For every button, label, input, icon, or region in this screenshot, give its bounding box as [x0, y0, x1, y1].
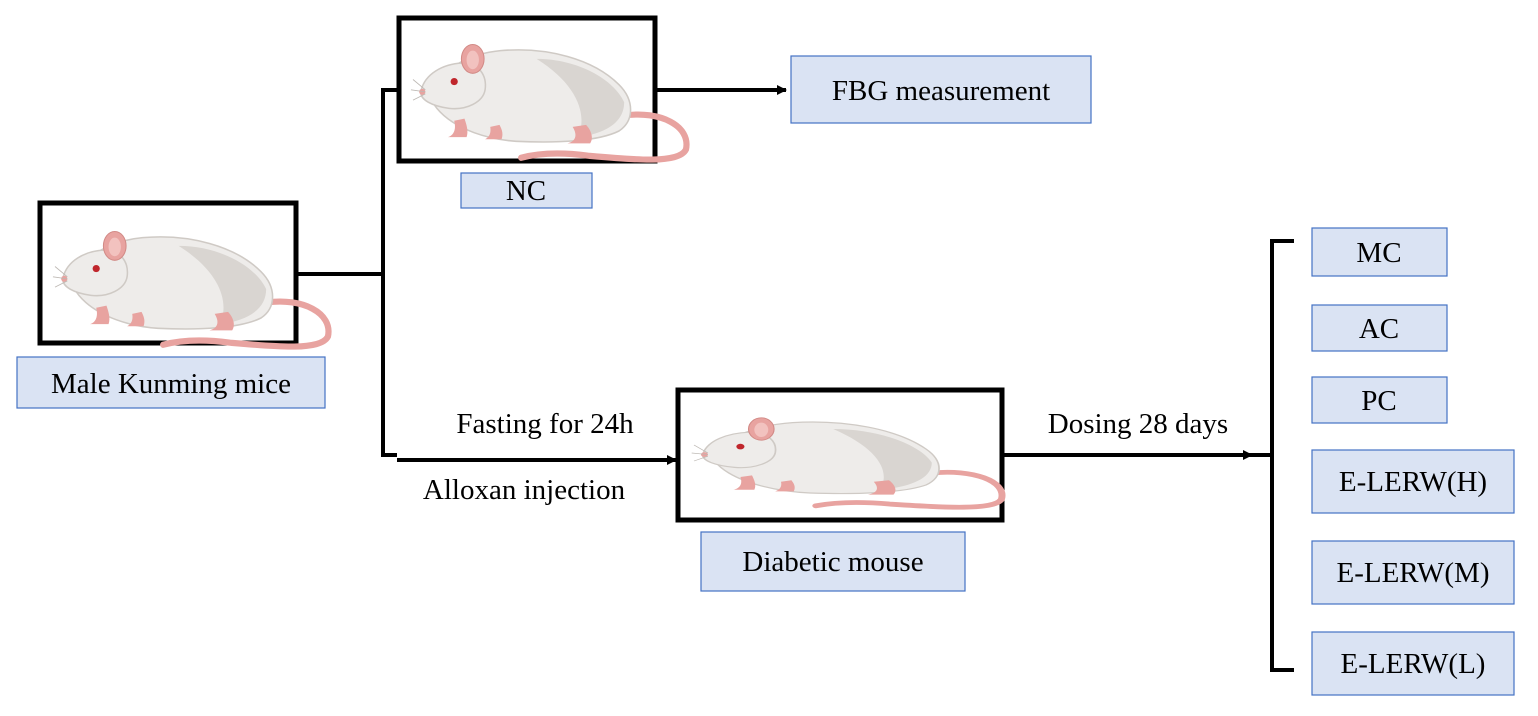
- group-list: MC AC PC E-LERW(H) E-LERW(M) E-LERW(L): [1311, 227, 1515, 696]
- node-source: Male Kunming mice: [16, 356, 326, 409]
- connectors: [298, 85, 1294, 672]
- group-e-lerw-l: E-LERW(L): [1311, 631, 1515, 696]
- group-mc: MC: [1311, 227, 1448, 277]
- group-label: PC: [1361, 385, 1396, 417]
- node-nc: NC: [460, 172, 593, 209]
- group-e-lerw-h: E-LERW(H): [1311, 449, 1515, 514]
- group-pc: PC: [1311, 376, 1448, 424]
- edge-label-dosing: Dosing 28 days: [1048, 408, 1228, 440]
- image-frame-source: [37, 200, 329, 347]
- image-frame-diabetic: [675, 387, 1002, 523]
- group-label: E-LERW(L): [1341, 648, 1486, 680]
- node-fbg: FBG measurement: [790, 55, 1092, 124]
- diabetic-label: Diabetic mouse: [742, 546, 923, 578]
- group-label: E-LERW(M): [1336, 557, 1489, 589]
- edge-label-fasting: Fasting for 24h: [456, 408, 634, 440]
- fbg-label: FBG measurement: [832, 75, 1050, 107]
- group-label: MC: [1356, 237, 1401, 269]
- nc-label: NC: [506, 175, 546, 207]
- group-label: AC: [1359, 313, 1399, 345]
- edge-label-alloxan: Alloxan injection: [423, 474, 626, 506]
- split-bracket: [381, 88, 397, 457]
- group-e-lerw-m: E-LERW(M): [1311, 540, 1515, 605]
- groups-bracket: [1270, 239, 1294, 672]
- node-diabetic: Diabetic mouse: [700, 531, 966, 592]
- group-ac: AC: [1311, 304, 1448, 352]
- image-frame-nc: [396, 15, 687, 164]
- source-label: Male Kunming mice: [51, 368, 291, 400]
- group-label: E-LERW(H): [1339, 466, 1487, 498]
